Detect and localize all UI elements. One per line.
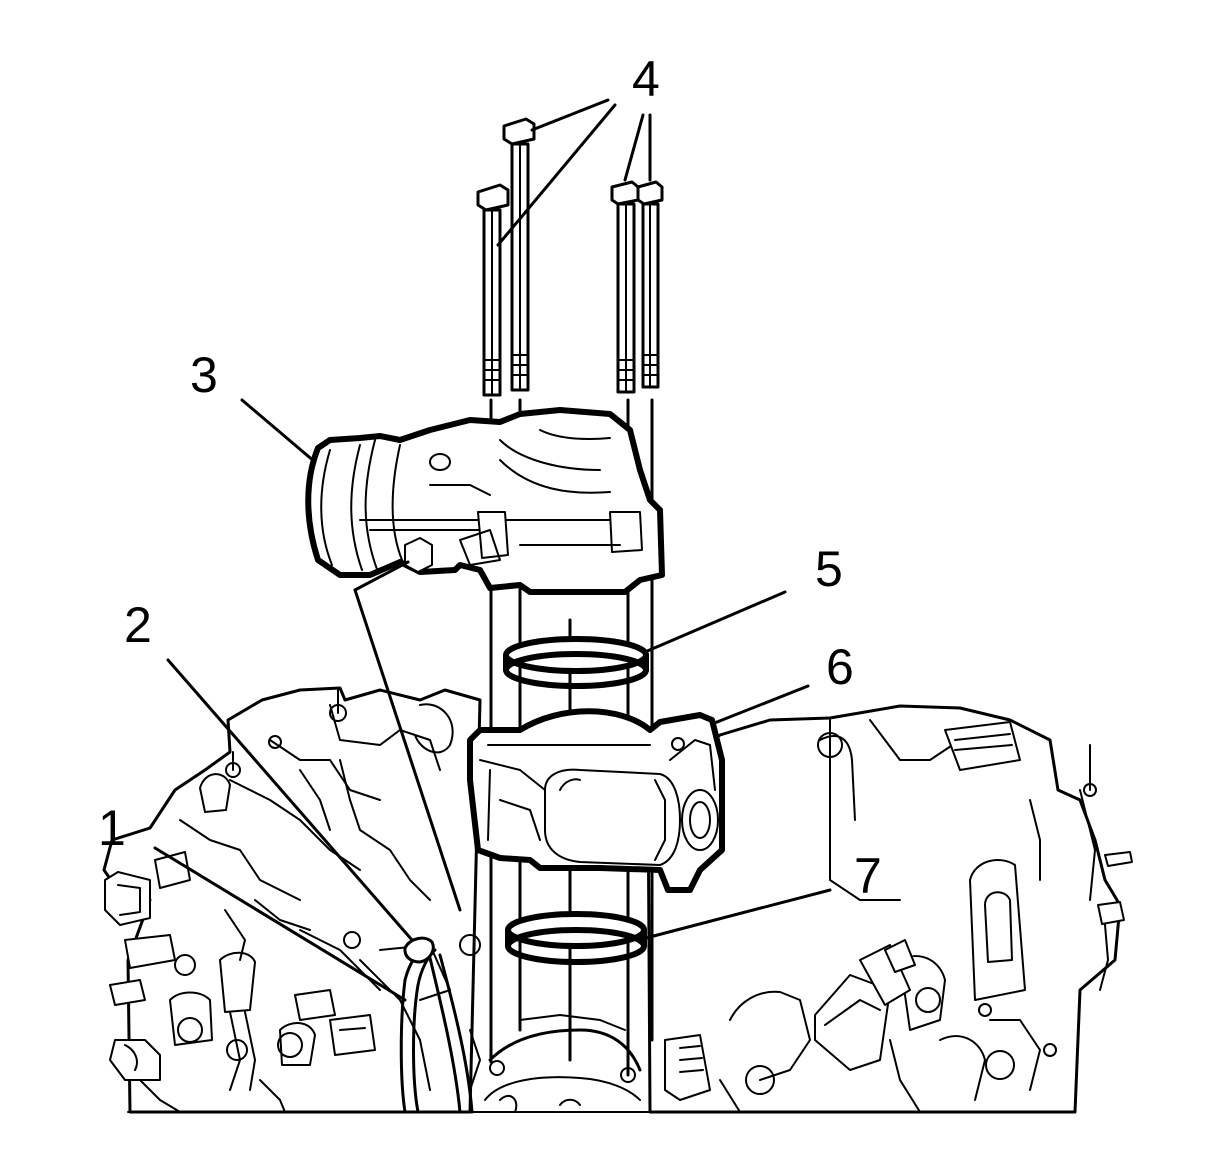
intake-manifold-assembly: [102, 686, 1133, 1114]
callout-5: 5: [815, 541, 843, 597]
lower-seal-ring-7: [505, 911, 647, 965]
bolt-4d: [636, 180, 664, 389]
callout-7: 7: [854, 848, 882, 904]
bolt-4c: [610, 180, 640, 394]
callout-6: 6: [826, 639, 854, 695]
callout-3: 3: [190, 347, 218, 403]
bolt-4a: [476, 183, 510, 397]
bolt-4b: [502, 117, 536, 392]
callout-2: 2: [124, 597, 152, 653]
intake-adapter-3: [305, 407, 665, 595]
upper-seal-ring-5: [503, 636, 649, 689]
callout-4: 4: [632, 51, 660, 107]
leader-lines: [153, 98, 832, 1002]
throttle-body-6: [467, 708, 725, 893]
callout-1: 1: [98, 800, 126, 856]
callout-labels: 1 2 3 4 5 6 7: [98, 51, 882, 904]
